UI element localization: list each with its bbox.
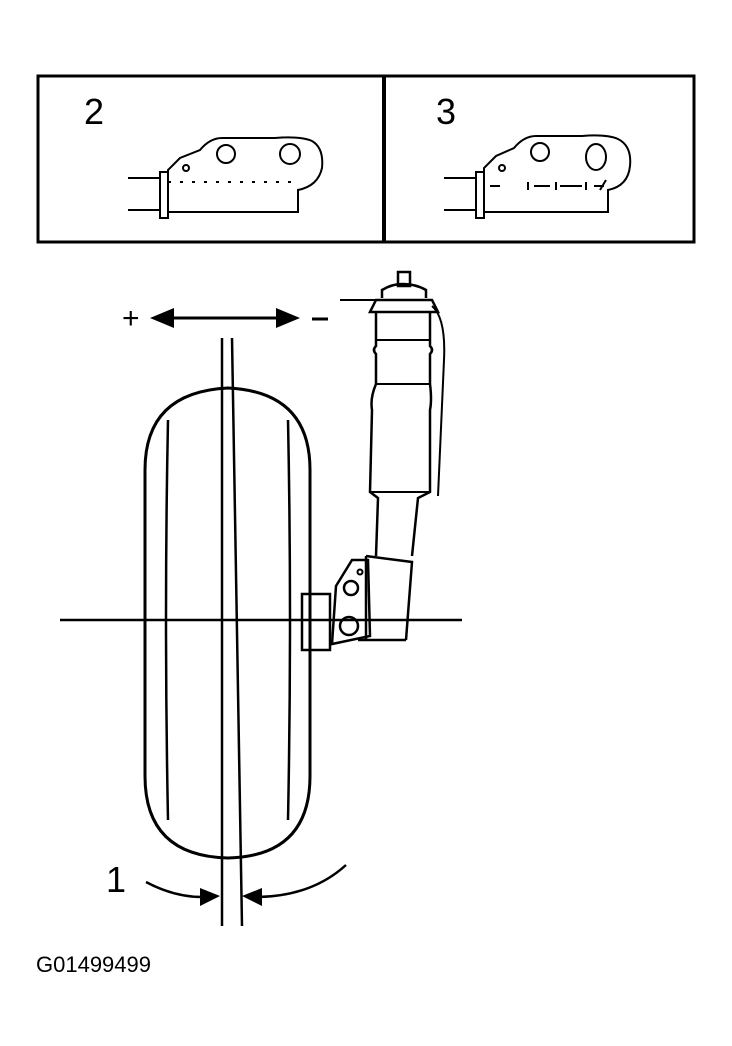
lower-bolt xyxy=(338,615,360,637)
inset-3-label: 3 xyxy=(436,91,456,132)
plus-sign-label: + xyxy=(122,302,140,335)
bracket-drawing-3 xyxy=(444,134,632,219)
inset-panel xyxy=(36,74,696,244)
inset-2: 2 xyxy=(84,91,324,219)
knuckle-bracket xyxy=(300,558,372,652)
inset-2-label: 2 xyxy=(84,91,104,132)
adjustment-direction-arrow: + xyxy=(122,302,328,335)
upper-bolt xyxy=(342,579,360,597)
inset-3: 3 xyxy=(436,91,632,219)
camber-callout-label: 1 xyxy=(106,859,126,900)
tire xyxy=(143,386,312,860)
figure-id: G01499499 xyxy=(36,952,151,977)
strut-assembly xyxy=(340,270,446,642)
bracket-drawing-2 xyxy=(128,136,324,219)
wheel-centerline xyxy=(230,337,244,927)
hub-block xyxy=(300,592,332,652)
camber-angle-arrows: 1 xyxy=(106,859,347,906)
